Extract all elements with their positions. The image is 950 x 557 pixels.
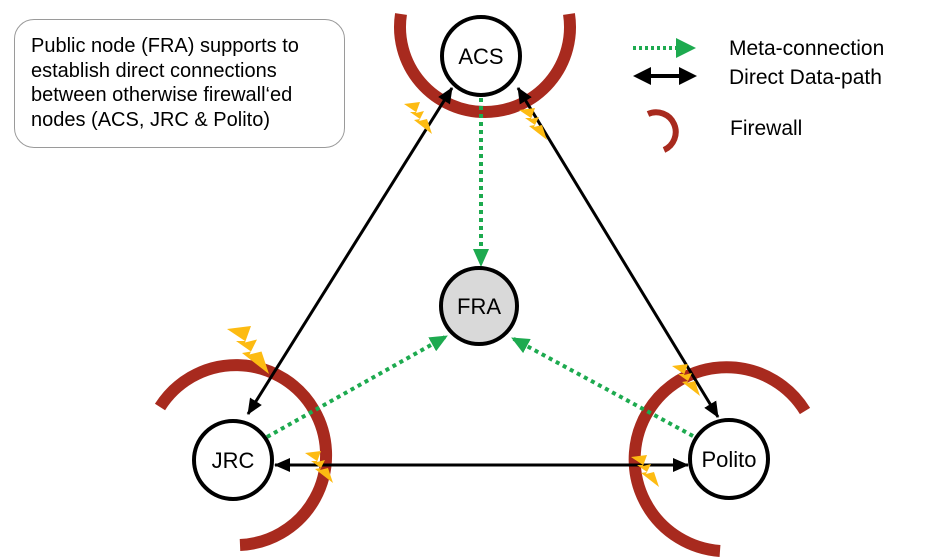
arrow-right-icon — [679, 67, 697, 85]
legend-meta-connection-label: Meta-connection — [729, 37, 884, 60]
meta-connection-jrc-fra — [266, 334, 448, 439]
meta-connection-polito-fra — [511, 336, 694, 438]
legend-firewall-label: Firewall — [730, 117, 802, 140]
data-path-acs-polito — [516, 87, 720, 418]
node-fra[interactable]: FRA — [439, 266, 519, 346]
lightning-icon-acs-right — [519, 108, 547, 140]
firewall-arc-icon — [646, 109, 679, 153]
callout-line-1: Public node (FRA) supports to — [31, 35, 299, 57]
node-jrc[interactable]: JRC — [192, 419, 274, 501]
node-jrc-label: JRC — [212, 448, 255, 473]
node-polito-label: Polito — [701, 447, 756, 472]
node-polito[interactable]: Polito — [688, 418, 770, 500]
node-acs[interactable]: ACS — [440, 15, 522, 97]
node-acs-label: ACS — [458, 44, 503, 69]
data-path-acs-jrc — [246, 87, 454, 415]
legend: Meta-connection Direct Data-path Firewal… — [633, 37, 884, 153]
callout-line-2: establish direct connections — [31, 59, 277, 82]
callout-line-3: between otherwise firewall‘ed — [31, 84, 293, 106]
callout-line-4: nodes (ACS, JRC & Polito) — [31, 108, 270, 131]
node-fra-label: FRA — [457, 294, 501, 319]
legend-firewall: Firewall — [646, 109, 802, 153]
legend-direct-data-path: Direct Data-path — [633, 66, 882, 89]
green-arrow-icon — [676, 38, 696, 58]
lightning-icon-acs-left — [404, 102, 432, 134]
description-callout: Public node (FRA) supports to establish … — [14, 19, 345, 148]
arrow-left-icon — [633, 67, 651, 85]
legend-meta-connection: Meta-connection — [633, 37, 884, 60]
legend-direct-data-path-label: Direct Data-path — [729, 66, 882, 89]
firewall-acs — [394, 13, 576, 118]
